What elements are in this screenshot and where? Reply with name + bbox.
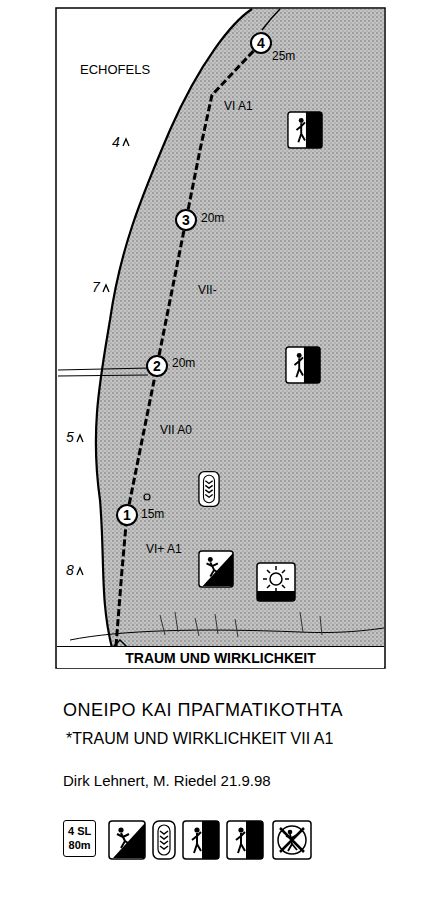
node-text: 1	[123, 508, 131, 522]
node-text: 2	[153, 359, 161, 373]
pitch-length: 20m	[172, 357, 195, 371]
first-ascent: Dirk Lehnert, M. Riedel 21.9.98	[63, 772, 271, 789]
route-line	[188, 51, 253, 209]
bolt-count: 4	[112, 134, 120, 150]
route-line	[129, 377, 155, 504]
belay-circle: 2	[146, 355, 168, 377]
route-name: *TRAUM UND WIRKLICHKEIT VII A1	[66, 730, 333, 748]
grade: VI A1	[224, 100, 253, 114]
route-name-band: TRAUM UND WIRKLICHKEIT	[57, 646, 384, 668]
bolt-count: 7	[92, 279, 100, 295]
node-text: 4	[257, 36, 265, 50]
belay-circle: 4	[250, 32, 272, 54]
route-title: ΟΝΕΙΡΟ ΚΑΙ ΠΡΑΓΜΑΤΙΚΟΤΗΤΑ	[63, 700, 343, 721]
crag-name: ECHOFELS	[80, 63, 150, 78]
bolt-count: 8	[66, 562, 74, 578]
grade: VI+ A1	[146, 543, 182, 557]
node-text: TRAUM UND WIRKLICHKEIT	[57, 650, 384, 666]
grade: VII-	[198, 284, 217, 298]
pitch-length: 15m	[141, 508, 164, 522]
bolt-count: 5	[66, 429, 74, 445]
node-text: 4 SL	[68, 824, 91, 838]
pitch-length: 25m	[272, 50, 295, 64]
belay-circle: 1	[116, 504, 138, 526]
node-text: 80m	[68, 838, 91, 852]
node-text: 3	[182, 213, 190, 227]
pitch-count-box: 4 SL80m	[63, 820, 96, 857]
grade: VII A0	[160, 424, 192, 438]
pitch-length: 20m	[201, 212, 224, 226]
route-line	[159, 231, 184, 355]
belay-circle: 3	[175, 209, 197, 231]
